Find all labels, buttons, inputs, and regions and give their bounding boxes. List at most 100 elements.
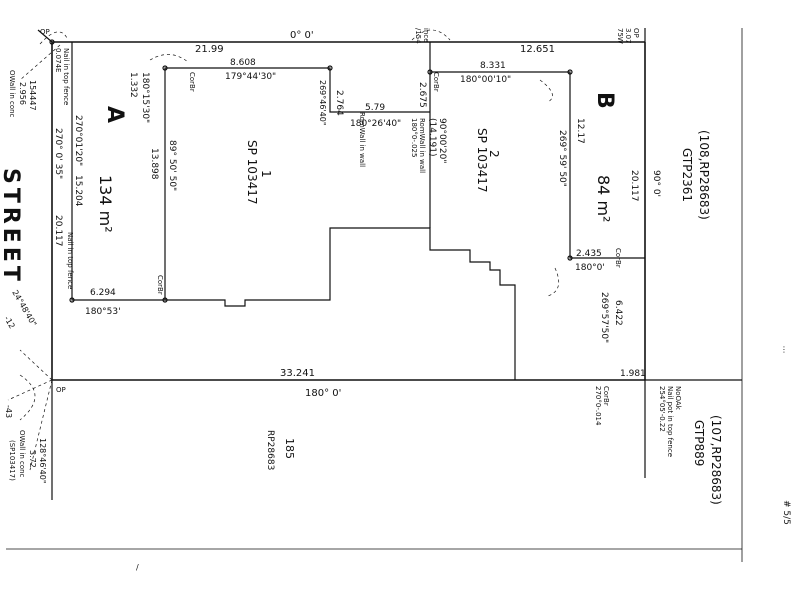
dim-a-right-bearing: 269°46'40" [318, 80, 327, 126]
ann-brace-left-2: -12 [2, 315, 16, 331]
street-name: STREET [0, 168, 23, 285]
dim-bottom-bearing: 180° 0' [305, 388, 341, 399]
ref-bottom-right: (107,RP28683) [709, 415, 723, 505]
ann-nail-right: Nail pot in top fence [666, 386, 674, 457]
ann-bottom-left-a: 128°46'40" [38, 438, 47, 484]
ann-bottom-left-d: (SP103417) [8, 440, 16, 481]
dim-a-top-bearing: 179°44'30" [225, 72, 276, 82]
dim-a-bottom: 6.294 [90, 288, 116, 298]
mark-dot-2: / [136, 563, 139, 572]
dim-right-bearing: 90° 0' [651, 170, 661, 197]
lot-a-letter: A [102, 106, 127, 123]
lot-185-number: 185 [283, 438, 296, 459]
ann-op-bottom: OP [56, 386, 66, 394]
corner-arc-bl2 [19, 349, 53, 381]
mark-circle-1 [49, 39, 55, 45]
mark-circle-5 [567, 69, 573, 75]
dim-top-right-total: 12.651 [520, 44, 555, 55]
ann-op-top: OP [40, 28, 50, 36]
dim-a-bottom-bearing: 180°53' [85, 307, 121, 317]
mark-circle-8 [69, 297, 75, 303]
corner-arc-a [149, 54, 189, 63]
dim-b-small: 2.435 [576, 249, 602, 259]
dim-mid-run-bearing: 180°26'40" [350, 119, 401, 129]
ann-nail-right-val: 254°05'-0.22 [658, 386, 666, 432]
dim-top-total: 21.99 [195, 44, 224, 55]
ann-nail-a: Nail in top fence [66, 232, 74, 289]
mark-dot-1: ⋮ [780, 345, 788, 354]
ann-nail-left: Nail in top fence [62, 48, 70, 105]
page-mark: # 5/5 [781, 500, 791, 525]
ann-cor-br-5: CorBr [602, 386, 610, 406]
lot-1-plan: SP 103417 [245, 140, 259, 204]
ref-top-right-gtp: GTP2361 [680, 148, 694, 202]
corner-arc-tl [39, 31, 69, 45]
dim-a-left-bearing: 270°01'20" [73, 115, 83, 166]
mark-circle-7 [162, 297, 168, 303]
mark-circle-2 [162, 65, 168, 71]
ann-rp-left: 154447 [28, 80, 37, 111]
ann-no-ok: NoOAk [674, 386, 682, 411]
dim-left-total: 20.117 [53, 215, 63, 247]
ann-rm-wall-val-1: 180°0-.025 [410, 118, 418, 157]
ann-cor-br-2: CorBr [156, 275, 164, 295]
ann-rm-wall-1: RomWall in wall [358, 112, 366, 167]
ref-bottom-right-gtp: GTP889 [692, 420, 706, 466]
mark-circle-4 [427, 69, 433, 75]
ann-bottom-left-c: OWall in conc [18, 430, 26, 478]
ann-cor-br-4: CorBr [614, 248, 622, 268]
lot-b-boundary [430, 71, 645, 259]
ann-rp-left-val: 2.956 [18, 82, 27, 105]
dim-a-offset: 1.332 [128, 72, 138, 98]
dim-b-right-bearing: 269° 59' 50" [557, 130, 567, 187]
corner-arc-bl [19, 374, 36, 421]
dim-b-left: (14.191) [427, 118, 437, 157]
dim-right-total: 20.117 [629, 170, 639, 202]
mark-circle-3 [327, 65, 333, 71]
dim-bottom-total: 33.241 [280, 368, 315, 379]
corner-arc-tl2 [19, 44, 61, 81]
dim-left-bearing: 270° 0' 35" [53, 128, 63, 179]
dim-b-left-bearing: 90°00'20" [437, 118, 447, 163]
building-outline [165, 227, 516, 380]
lot-b-area: 84 m² [594, 175, 613, 222]
dim-a-inner-left-bearing: 89° 50' 50" [167, 140, 177, 191]
dim-right-lower: 6.422 [613, 300, 623, 326]
ann-cor-br-3: CorBr [432, 72, 440, 92]
dim-top-bearing: 0° 0' [290, 30, 314, 41]
ann-top-right-3: 75W [616, 28, 624, 44]
corner-arc-br [547, 267, 560, 297]
dim-right-lower-bearing: 269°57'50" [599, 292, 609, 343]
dim-b-top: 8.331 [480, 61, 506, 71]
ref-top-right: (108,RP28683) [697, 130, 711, 220]
lot-a-boundary [71, 42, 430, 301]
ann-ince-val: /154 [414, 28, 422, 44]
ann-rm-wall-2: RomWall in wall [418, 118, 426, 173]
lot-a-area: 134 m² [96, 175, 115, 233]
lot-2-number: 2 [487, 150, 501, 158]
lot-b-letter: B [592, 92, 617, 109]
dim-mid-run: 5.79 [365, 103, 385, 113]
dim-b-small-bearing: 180°0' [575, 263, 605, 273]
lot-2-plan: SP 103417 [475, 128, 489, 192]
corner-arc-b [539, 79, 553, 103]
dim-a-right: 2.764 [334, 90, 344, 116]
road-line-top [37, 29, 53, 43]
ann-cor-br-val: 270°0-.014 [594, 386, 602, 426]
ann-cor-br-1: CorBr [188, 72, 196, 92]
ann-ow-conc: OWall in conc [8, 70, 16, 118]
dim-mid-right: 2.675 [417, 82, 427, 108]
dim-corner-small: 1.981 [620, 369, 646, 379]
dim-a-inner-left: 13.898 [149, 148, 159, 180]
ann-ince: ince [422, 28, 430, 43]
dim-b-right: 12.17 [575, 118, 585, 144]
dim-a-left: 15.204 [73, 175, 83, 207]
corner-arc-bl3 [7, 379, 53, 401]
ann-top-right-1: OP [632, 28, 640, 38]
dim-b-top-bearing: 180°00'10" [460, 75, 511, 85]
dim-a-top: 8.608 [230, 58, 256, 68]
lot-1-number: 1 [259, 170, 273, 178]
lot-185-plan: RP28683 [265, 430, 275, 470]
ann-bottom-left-b: 3.72 [28, 450, 37, 468]
